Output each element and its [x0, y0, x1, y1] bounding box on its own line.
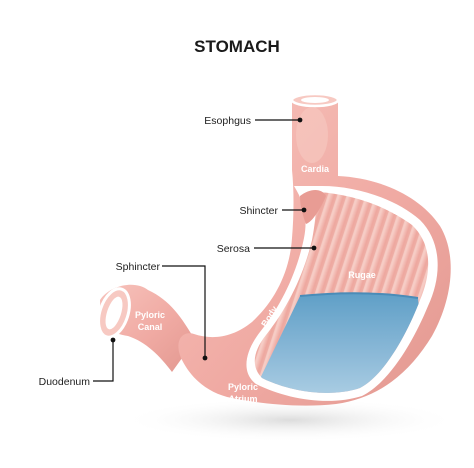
label-serosa: Serosa: [217, 243, 250, 255]
diagram-title: STOMACH: [194, 37, 280, 56]
label-pyloric-canal-line2: Canal: [138, 322, 163, 332]
label-duodenum: Duodenum: [39, 376, 91, 388]
label-sphincter: Sphincter: [116, 261, 161, 273]
label-shincter: Shincter: [239, 205, 278, 217]
esophagus-dot: [297, 117, 303, 123]
duodenum-dot: [110, 337, 116, 343]
label-pyloric-atrium-line1: Pyloric: [228, 382, 258, 392]
label-pyloric-canal-line1: Pyloric: [135, 310, 165, 320]
label-esophagus: Esophgus: [204, 115, 251, 127]
serosa-dot: [311, 245, 317, 251]
label-pyloric-atrium-line2: Atrium: [229, 394, 258, 404]
sphincter-dot: [202, 355, 208, 361]
ground-shadow: [120, 398, 460, 442]
label-rugae: Rugae: [348, 270, 376, 280]
lower-sphincter-fold: [300, 190, 326, 224]
fluid-surface: [299, 292, 419, 299]
esophagus-lumen: [301, 97, 329, 103]
duodenum-lumen: [105, 296, 123, 330]
label-cardia: Cardia: [301, 164, 330, 174]
cardia-highlight: [296, 107, 328, 163]
shincter-dot: [301, 207, 307, 213]
sphincter-leader: [162, 265, 206, 358]
duodenum-leader: [93, 340, 114, 382]
